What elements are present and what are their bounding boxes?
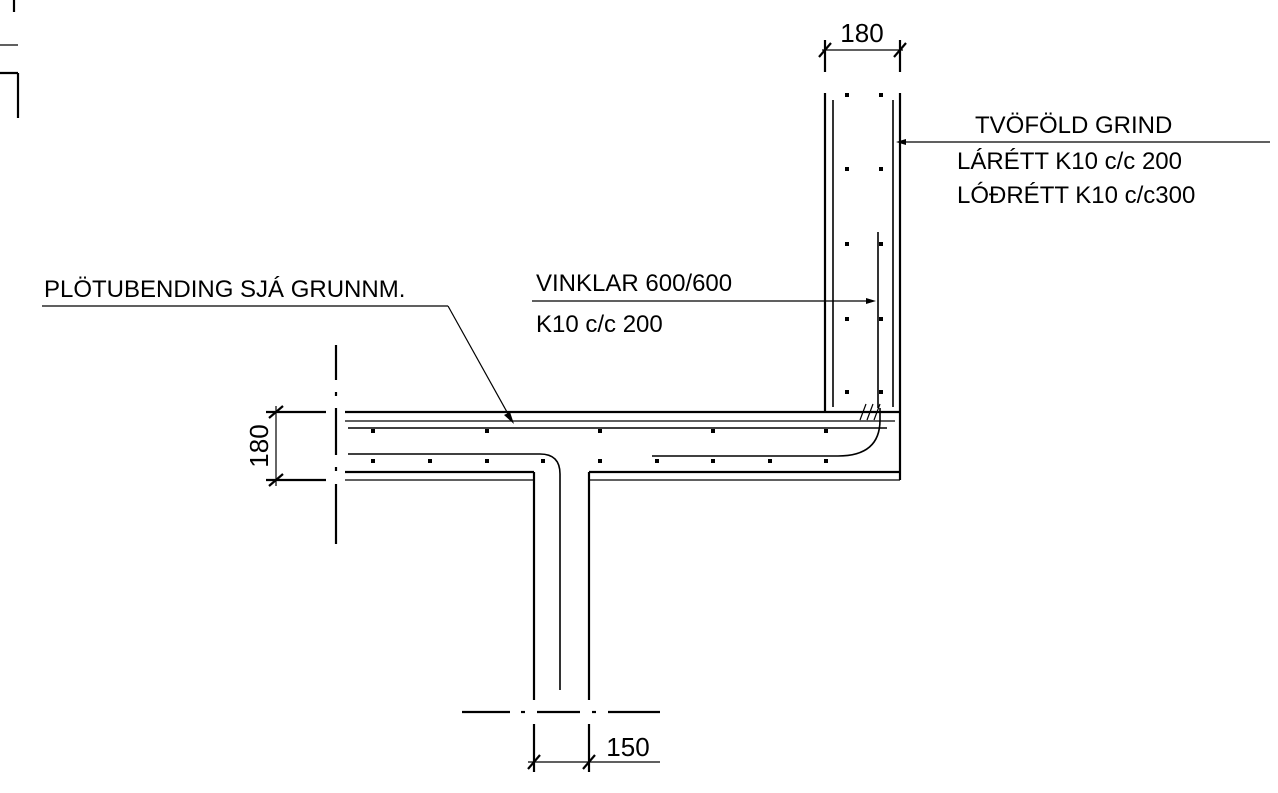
corner-bars-title: VINKLAR 600/600 — [536, 270, 732, 297]
wall-reinforcement-vertical: LÓÐRÉTT K10 c/c300 — [957, 182, 1195, 209]
rebar-dot — [879, 93, 883, 97]
rebar-dot — [711, 429, 715, 433]
corner-bars-callout: VINKLAR 600/600 K10 c/c 200 — [532, 270, 876, 338]
rebar-dot — [598, 429, 602, 433]
rebar-dot — [768, 459, 772, 463]
wall-outline — [823, 93, 902, 412]
rebar-dot — [711, 459, 715, 463]
dimension-left: 180 — [244, 405, 326, 487]
rebar-section-dots — [371, 93, 883, 463]
rebar-dot — [655, 459, 659, 463]
sheet-border-fragment — [0, 0, 20, 118]
slab-rebars — [348, 408, 887, 690]
rebar-dot — [824, 459, 828, 463]
slab-outline — [345, 410, 902, 481]
slab-reinforcement-label: PLÖTUBENDING SJÁ GRUNNM. — [44, 276, 405, 303]
dimension-left-label: 180 — [244, 424, 274, 467]
wall-reinforcement-title: TVÖFÖLD GRIND — [975, 112, 1172, 139]
rebar-dot — [845, 93, 849, 97]
rebar-dot — [845, 167, 849, 171]
rebar-dot — [879, 390, 883, 394]
rebar-dot — [824, 429, 828, 433]
dimension-top-label: 180 — [840, 18, 883, 48]
wall-rebars — [832, 100, 894, 421]
rebar-dot — [879, 242, 883, 246]
rebar-dot — [598, 459, 602, 463]
rebar-dot — [371, 459, 375, 463]
corner-bars-spacing: K10 c/c 200 — [536, 311, 663, 338]
rebar-dot — [428, 459, 432, 463]
rebar-dot — [845, 317, 849, 321]
rebar-dot — [845, 242, 849, 246]
slab-reinforcement-callout: PLÖTUBENDING SJÁ GRUNNM. — [42, 276, 514, 424]
rebar-dot — [879, 317, 883, 321]
dimension-top: 180 — [818, 18, 907, 72]
wall-reinforcement-callout: TVÖFÖLD GRIND LÁRÉTT K10 c/c 200 LÓÐRÉTT… — [896, 112, 1270, 209]
rebar-dot — [485, 429, 489, 433]
dimension-bottom: 150 — [527, 724, 660, 772]
rebar-dot — [845, 390, 849, 394]
dimension-bottom-label: 150 — [606, 732, 649, 762]
rebar-dot — [541, 459, 545, 463]
rebar-dot — [879, 167, 883, 171]
rebar-dot — [485, 459, 489, 463]
rebar-dot — [371, 429, 375, 433]
stem-outline — [532, 472, 591, 700]
wall-reinforcement-horizontal: LÁRÉTT K10 c/c 200 — [957, 148, 1182, 175]
